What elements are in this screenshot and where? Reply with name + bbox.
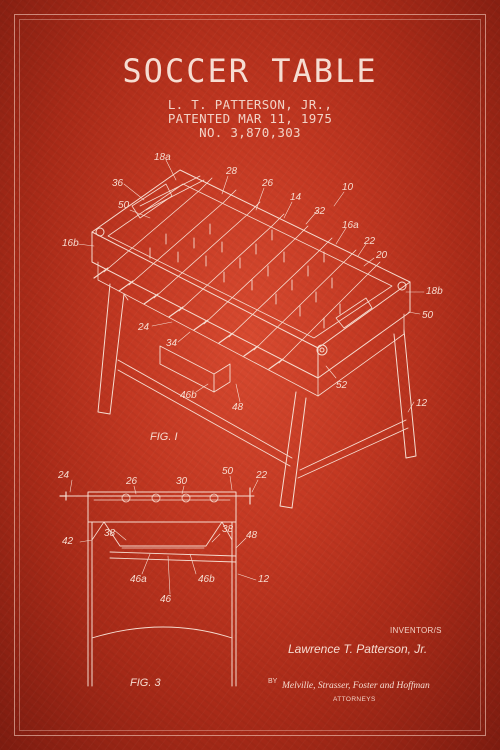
fig1-label: 28: [225, 166, 238, 177]
fig3-label: 22: [255, 470, 268, 481]
fig1-label: 16a: [342, 220, 359, 231]
fig1-label: 10: [342, 182, 354, 193]
fig3-drawing: [59, 475, 259, 687]
inventors-label: INVENTOR/S: [390, 626, 442, 635]
fig1-label: 12: [416, 398, 428, 409]
patent-date: PATENTED MAR 11, 1975: [167, 111, 333, 126]
fig3-label: 46a: [130, 574, 147, 585]
fig1-label: 32: [314, 206, 326, 217]
fig1-label: 18b: [426, 286, 443, 297]
fig3-label: 50: [222, 466, 234, 477]
fig1-label: 22: [363, 236, 376, 247]
fig1-label: 34: [166, 338, 178, 349]
by-label: BY: [268, 678, 278, 685]
fig1-label: 16b: [62, 238, 79, 249]
fig1-label: 48: [232, 402, 244, 413]
fig1-label: 46b: [180, 390, 197, 401]
fig3-label: 38: [222, 524, 234, 535]
fig1-label: 14: [290, 192, 302, 203]
fig3-label: 26: [125, 476, 138, 487]
fig3-label: 12: [258, 574, 270, 585]
patent-title: SOCCER TABLE: [122, 52, 378, 90]
fig3-label: 46b: [198, 574, 215, 585]
fig1-label: 18a: [154, 152, 171, 163]
fig3-label: 42: [62, 536, 74, 547]
attorneys-label: ATTORNEYS: [333, 696, 376, 703]
fig1-label: 36: [112, 178, 124, 189]
fig1-drawing: [77, 159, 425, 509]
fig1-label: 24: [137, 322, 150, 333]
fig3-label: 24: [57, 470, 70, 481]
fig3-label: 46: [160, 594, 172, 605]
inventor-name: Lawrence T. Patterson, Jr.: [288, 642, 428, 656]
fig3-label: 48: [246, 530, 258, 541]
fig3-label: 30: [176, 476, 188, 487]
fig3-caption: FIG. 3: [130, 677, 161, 689]
fig1-label: 50: [118, 200, 130, 211]
attorneys-signature: Melville, Strasser, Foster and Hoffman: [282, 681, 430, 691]
fig1-label: 20: [375, 250, 388, 261]
patent-number: NO. 3,870,303: [199, 125, 301, 140]
inventor-line: L. T. PATTERSON, JR.,: [167, 97, 333, 112]
fig1-label: 52: [336, 380, 348, 391]
fig1-label: 26: [261, 178, 274, 189]
fig1-label: 50: [422, 310, 434, 321]
inner-border: [19, 19, 481, 731]
fig3-label: 38: [104, 528, 116, 539]
fig1-caption: FIG. I: [150, 431, 178, 443]
outer-border: [14, 14, 486, 736]
